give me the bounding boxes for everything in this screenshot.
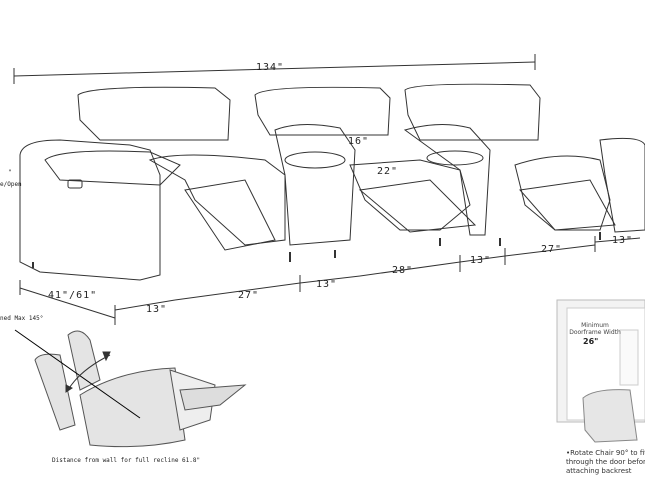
bottom-dimension-lines	[19, 236, 641, 325]
console-left	[274, 123, 356, 246]
console-left-label: 13"	[316, 279, 338, 290]
backrests	[77, 83, 541, 141]
doorframe-width: 26"	[583, 337, 599, 346]
arm-right-label: 13"	[612, 235, 634, 246]
recline-angle-line	[14, 329, 141, 419]
right-arm	[599, 137, 645, 233]
console-width-label: 22"	[377, 166, 399, 177]
seat-left-label: 27"	[238, 290, 260, 301]
overall-width-label: 134"	[256, 62, 285, 73]
doorframe-illustration	[556, 299, 645, 443]
doorframe-note: •Rotate Chair 90° to fit through the doo…	[566, 449, 645, 475]
console-depth-label: 16"	[348, 136, 370, 147]
depth-label: 41"/61"	[48, 290, 98, 301]
arm-left-label: 13"	[146, 304, 168, 315]
seat-middle	[349, 159, 471, 231]
seat-left	[148, 154, 286, 246]
console-right	[403, 123, 491, 236]
seat-middle-label: 28"	[392, 265, 414, 276]
doorframe-title: Minimum Doorframe Width	[569, 322, 621, 336]
left-partial-label-2: e/Open	[0, 181, 22, 188]
console-right-label: 13"	[470, 255, 492, 266]
recliner-illustration	[34, 330, 247, 448]
overall-dimension-line	[13, 61, 536, 77]
wall-distance-label: Distance from wall for full recline 61.8…	[52, 457, 201, 464]
left-arm	[19, 139, 161, 281]
left-partial-label-1: "	[8, 169, 12, 176]
recline-angle-label: ned Max 145°	[0, 315, 44, 322]
seat-right-label: 27"	[541, 244, 563, 255]
seat-right	[514, 155, 611, 231]
